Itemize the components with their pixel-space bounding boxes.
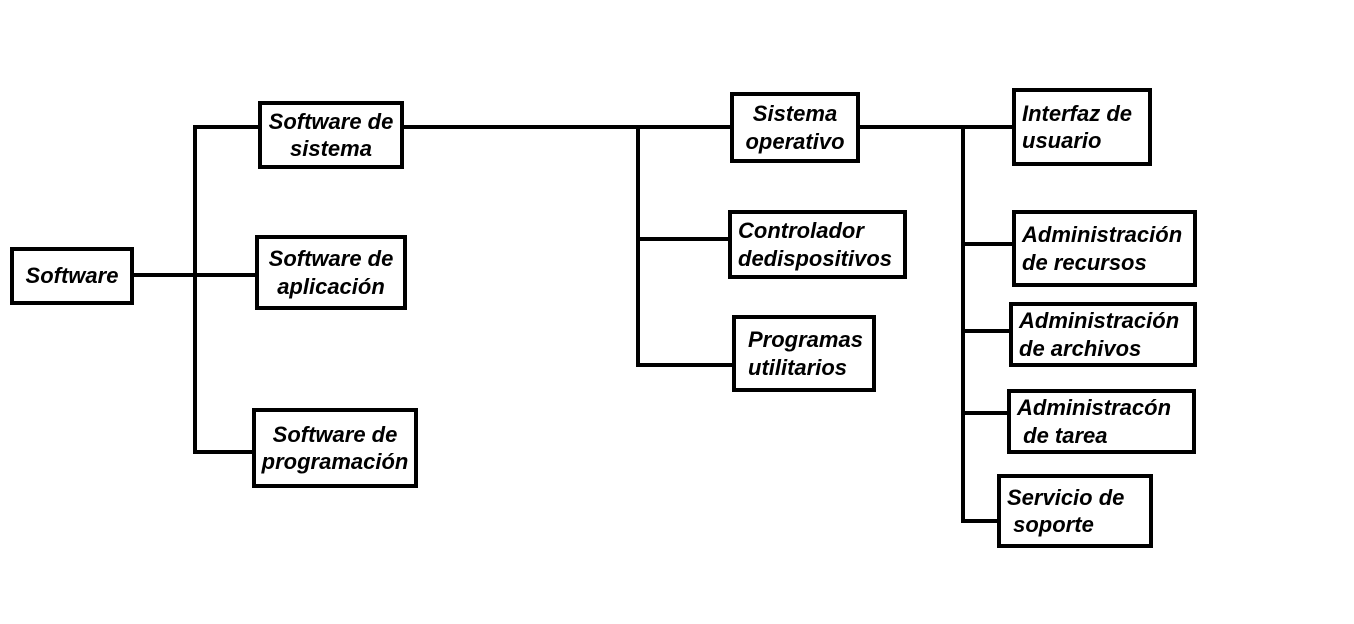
connector-branch-archivos	[961, 329, 1009, 333]
connector-branch-software-de-sistema	[193, 125, 258, 129]
connector-branch-recursos	[961, 242, 1012, 246]
connector-left-trunk	[193, 125, 197, 454]
node-administracion-de-recursos: Administración de recursos	[1012, 210, 1197, 287]
node-software: Software	[10, 247, 134, 305]
connector-middle-trunk	[636, 125, 640, 367]
node-software-de-aplicacion: Software de aplicación	[255, 235, 407, 310]
node-programas-utilitarios: Programas utilitarios	[732, 315, 876, 392]
node-software-de-programacion: Software de programación	[252, 408, 418, 488]
connector-branch-software-de-programacion	[193, 450, 252, 454]
node-servicio-de-soporte: Servicio de soporte	[997, 474, 1153, 548]
connector-operativo-to-interfaz	[860, 125, 1012, 129]
node-software-de-sistema: Software de sistema	[258, 101, 404, 169]
connector-branch-tarea	[961, 411, 1007, 415]
node-administracion-de-archivos: Administración de archivos	[1009, 302, 1197, 367]
connector-branch-programas	[636, 363, 732, 367]
node-sistema-operativo: Sistema operativo	[730, 92, 860, 163]
connector-sistema-to-operativo	[404, 125, 730, 129]
connector-branch-controlador	[636, 237, 728, 241]
node-administracon-de-tarea: Administracón de tarea	[1007, 389, 1196, 454]
node-interfaz-de-usuario: Interfaz de usuario	[1012, 88, 1152, 166]
node-controlador-dedispositivos: Controlador dedispositivos	[728, 210, 907, 279]
connector-right-trunk	[961, 125, 965, 523]
connector-branch-soporte	[961, 519, 997, 523]
